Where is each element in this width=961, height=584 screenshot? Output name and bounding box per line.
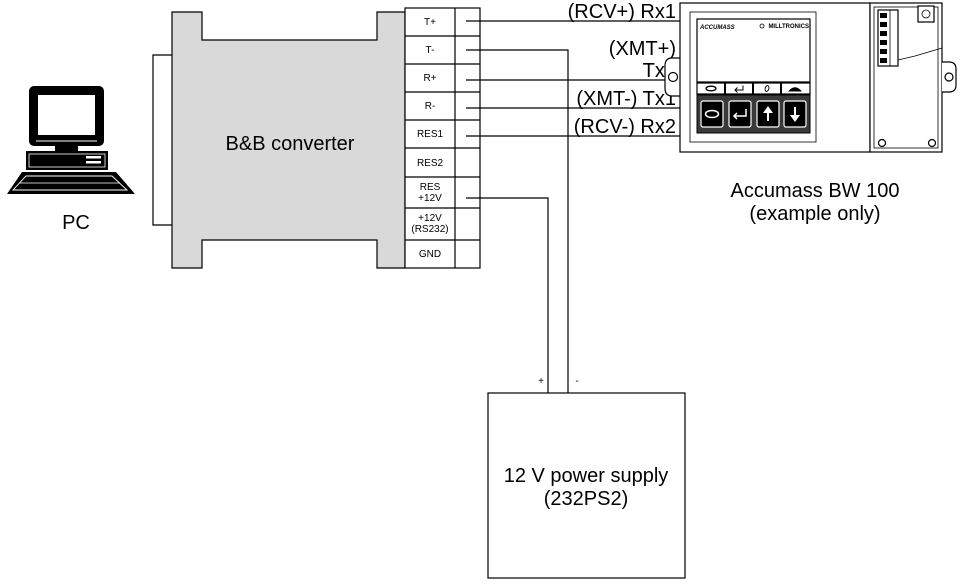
terminal-label-gnd: GND xyxy=(419,249,441,260)
screw-icon xyxy=(921,9,931,19)
terminal-label-res-12v-line1: RES xyxy=(420,182,441,193)
oval-icon xyxy=(705,85,717,92)
enter-icon-stem xyxy=(735,85,744,91)
device-screen-brand: ACCUMASS xyxy=(699,25,735,31)
power-supply-box xyxy=(487,392,686,579)
terminal-strip-frame xyxy=(877,9,899,67)
terminal-strip-block xyxy=(880,22,887,27)
power-supply-minus-label: - xyxy=(575,376,578,387)
terminal-strip-block xyxy=(880,58,887,63)
terminal-block: T+ T- R+ R- RES1 RES2 RES +12V +12V (RS2… xyxy=(404,7,481,269)
terminal-label-12v-rs232-line1: +12V xyxy=(418,213,442,224)
down-arrow-icon xyxy=(790,107,800,122)
mounting-hole-icon xyxy=(944,72,954,82)
power-supply-label-line1: 12 V power supply xyxy=(504,465,669,487)
device-label-line2: (example only) xyxy=(749,203,880,225)
enter-icon-head xyxy=(732,112,738,120)
pc-cable xyxy=(152,54,172,226)
wire-label-t-plus: (RCV+) Rx1 xyxy=(568,1,676,23)
terminal-label-res-12v-line2: +12V xyxy=(418,193,442,204)
wire-res-12v xyxy=(466,197,549,393)
power-supply-plus-label: + xyxy=(538,376,544,387)
oval-icon xyxy=(704,109,720,119)
pc-label: PC xyxy=(62,212,90,234)
device-display-bezel xyxy=(689,11,817,143)
terminal-label-t-plus: T+ xyxy=(424,17,436,28)
milltronics-logo-icon xyxy=(759,23,765,29)
enclosure-screw-block xyxy=(917,5,935,23)
terminal-label-res1: RES1 xyxy=(417,129,444,140)
power-supply-label-line2: (232PS2) xyxy=(544,488,629,510)
terminal-label-r-minus: R- xyxy=(425,101,436,112)
enclosure-board-edge xyxy=(897,47,943,61)
terminal-block-frame xyxy=(404,7,481,269)
terminal-label-12v-rs232-line2: (RS232) xyxy=(411,224,448,235)
terminal-label-r-plus: R+ xyxy=(423,73,436,84)
enter-icon xyxy=(734,85,744,93)
wire-label-res1: (RCV-) Rx2 xyxy=(574,116,676,138)
screw-icon xyxy=(927,138,937,148)
pc-drive-slot xyxy=(86,161,101,164)
accumass-device: ACCUMASS MILLTRONICS xyxy=(664,2,957,153)
pc-system-unit xyxy=(26,151,108,170)
terminal-strip-block xyxy=(880,49,887,54)
arc-icon xyxy=(788,87,802,92)
enter-icon-head xyxy=(734,87,738,93)
up-arrow-icon xyxy=(763,106,773,121)
keypad-button-mode xyxy=(700,100,724,128)
terminal-strip xyxy=(877,9,899,67)
terminal-label-res2: RES2 xyxy=(417,158,444,169)
zero-icon xyxy=(764,85,770,92)
wire-t-minus xyxy=(466,49,569,393)
terminal-strip-block xyxy=(880,13,887,18)
device-label-line1: Accumass BW 100 xyxy=(731,180,900,202)
screw-icon xyxy=(877,138,887,148)
terminal-strip-block xyxy=(880,40,887,45)
pc-drive-slot xyxy=(86,156,101,159)
pc-system-unit-trim xyxy=(28,153,106,168)
wire-label-r-plus-line1: (XMT+) xyxy=(609,38,676,60)
terminal-strip-block xyxy=(880,31,887,36)
device-enclosure-inner xyxy=(873,6,939,149)
device-screen-logo: MILLTRONICS xyxy=(768,24,809,30)
pc-monitor-stand xyxy=(55,146,78,151)
up-arrow-stem xyxy=(767,113,769,121)
desktop-computer-icon xyxy=(7,86,135,194)
pc-keyboard-keys xyxy=(11,175,129,191)
terminal-label-t-minus: T- xyxy=(426,45,435,56)
down-arrow-head xyxy=(790,115,800,122)
pc-screen xyxy=(38,95,95,135)
converter-label: B&B converter xyxy=(226,133,355,155)
keypad-button-enter xyxy=(728,100,752,128)
enter-icon-stem xyxy=(734,109,747,117)
up-arrow-head xyxy=(763,106,773,113)
wire-label-r-minus: (XMT-) Tx1 xyxy=(576,88,676,110)
enter-icon xyxy=(732,109,747,120)
mounting-hole-icon xyxy=(667,71,679,83)
down-arrow-stem xyxy=(794,107,796,115)
device-screen xyxy=(696,18,811,83)
